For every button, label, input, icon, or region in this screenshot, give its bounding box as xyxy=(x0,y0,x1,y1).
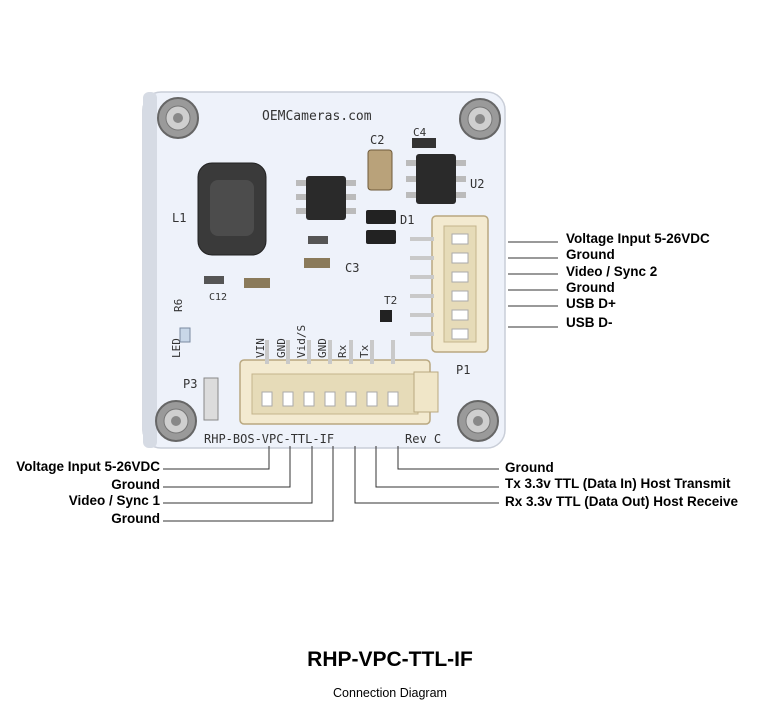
right-connector-lead xyxy=(410,256,434,260)
leader-bottom-right-2 xyxy=(354,446,499,504)
diode-d1-b xyxy=(366,230,396,244)
right-label-4: USB D+ xyxy=(566,296,616,311)
refdes-p1: P1 xyxy=(456,363,470,377)
silkscreen-top: OEMCameras.com xyxy=(262,109,372,124)
bottom-right-label-1: Tx 3.3v TTL (Data In) Host Transmit xyxy=(505,476,731,491)
leader-bottom-left-0 xyxy=(163,446,270,470)
bottom-connector-lead xyxy=(286,340,290,364)
refdes-l1: L1 xyxy=(172,211,186,225)
refdes-p3: P3 xyxy=(183,377,197,391)
pin-label-2: Vid/S xyxy=(295,325,308,358)
bottom-connector-lead xyxy=(391,340,395,364)
mounting-screw-bottom-right xyxy=(457,400,499,442)
right-connector-lead xyxy=(410,313,434,317)
right-label-2: Video / Sync 2 xyxy=(566,264,658,279)
refdes-r6: R6 xyxy=(172,299,185,312)
bottom-right-label-0: Ground xyxy=(505,460,554,475)
refdes-c4: C4 xyxy=(413,126,427,139)
right-connector-pin xyxy=(451,328,469,340)
pin-label-5: Tx xyxy=(358,344,371,358)
connector-right xyxy=(431,215,489,353)
mounting-screw-top-left xyxy=(157,97,199,139)
right-label-0: Voltage Input 5-26VDC xyxy=(566,231,710,246)
bottom-connector-pin xyxy=(387,391,399,407)
bottom-connector-pin xyxy=(366,391,378,407)
bottom-left-label-1: Ground xyxy=(111,477,160,492)
diagram-title: RHP-VPC-TTL-IF xyxy=(307,648,473,671)
bottom-connector-lead xyxy=(370,340,374,364)
bottom-connector-pin xyxy=(303,391,315,407)
refdes-u2: U2 xyxy=(470,177,484,191)
diode-d1-a xyxy=(366,210,396,224)
right-connector-pin xyxy=(451,252,469,264)
bottom-connector-pin xyxy=(324,391,336,407)
right-connector-pin xyxy=(451,309,469,321)
right-connector-pin xyxy=(451,233,469,245)
right-connector-lead xyxy=(410,332,434,336)
leader-bottom-left-1 xyxy=(163,446,291,488)
bottom-connector-lead xyxy=(349,340,353,364)
capacitor-c2 xyxy=(367,149,393,191)
ic-chip-center xyxy=(296,176,356,220)
mounting-screw-top-right xyxy=(459,98,501,140)
pin-label-4: Rx xyxy=(336,344,349,358)
pin-label-1: GND xyxy=(275,338,288,358)
refdes-led: LED xyxy=(170,338,183,358)
connector-p3 xyxy=(203,377,219,421)
bottom-connector-pin xyxy=(282,391,294,407)
refdes-c3: C3 xyxy=(345,261,359,275)
right-connector-lead xyxy=(410,294,434,298)
refdes-c12: C12 xyxy=(209,292,227,303)
bottom-connector-lead xyxy=(265,340,269,364)
bottom-connector-pin xyxy=(261,391,273,407)
bottom-left-label-3: Ground xyxy=(111,511,160,526)
right-connector-lead xyxy=(410,237,434,241)
refdes-c2: C2 xyxy=(370,133,384,147)
ic-chip-u2 xyxy=(406,154,466,204)
bottom-connector-lead xyxy=(307,340,311,364)
leader-bottom-left-3 xyxy=(163,446,334,522)
refdes-t2: T2 xyxy=(384,294,397,307)
right-connector-pin xyxy=(451,271,469,283)
bottom-connector-pin xyxy=(345,391,357,407)
right-connector-lead xyxy=(410,275,434,279)
mounting-screw-bottom-left xyxy=(155,400,197,442)
pin-label-3: GND xyxy=(316,338,329,358)
silkscreen-bottom: RHP-BOS-VPC-TTL-IF xyxy=(204,432,334,446)
diagram-subtitle: Connection Diagram xyxy=(333,686,447,700)
silkscreen-revision: Rev C xyxy=(405,432,441,446)
leader-bottom-right-0 xyxy=(397,446,499,470)
right-label-3: Ground xyxy=(566,280,615,295)
pin-label-0: VIN xyxy=(254,338,267,358)
bottom-right-label-2: Rx 3.3v TTL (Data Out) Host Receive xyxy=(505,494,739,509)
leader-bottom-right-1 xyxy=(375,446,499,488)
refdes-d1: D1 xyxy=(400,213,414,227)
bottom-left-label-2: Video / Sync 1 xyxy=(68,493,160,508)
right-label-1: Ground xyxy=(566,247,615,262)
bottom-left-label-0: Voltage Input 5-26VDC xyxy=(16,459,160,474)
bottom-connector-lead xyxy=(328,340,332,364)
leader-bottom-left-2 xyxy=(163,446,313,504)
right-connector-pin xyxy=(451,290,469,302)
right-label-5: USB D- xyxy=(566,315,613,330)
